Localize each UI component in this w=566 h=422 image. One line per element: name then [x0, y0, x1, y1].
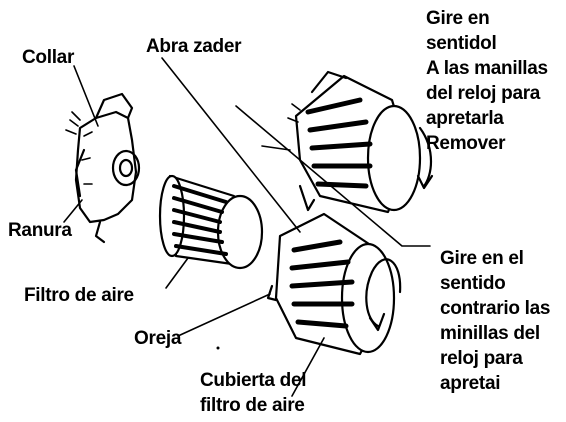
- label-gire-horario-line-6: Remover: [426, 133, 506, 154]
- label-gire-horario-line-4: del reloj para: [426, 83, 541, 104]
- label-collar: Collar: [22, 47, 75, 68]
- label-gire-antihorario-line-1: Gire en el: [440, 248, 524, 269]
- label-gire-antihorario-line-3: contrario las: [440, 298, 551, 319]
- label-oreja: Oreja: [134, 328, 182, 349]
- label-gire-horario: Gire en sentidol A las manillas del relo…: [426, 6, 548, 156]
- label-gire-antihorario: Gire en el sentido contrario las minilla…: [440, 246, 550, 396]
- leader-lines: [63, 57, 431, 397]
- label-cubierta: Cubierta del filtro de aire: [200, 368, 307, 418]
- label-gire-horario-line-5: apretarla: [426, 108, 504, 129]
- cover-top-drawing: [287, 70, 434, 214]
- label-gire-horario-line-1: Gire en: [426, 8, 490, 29]
- label-gire-antihorario-line-6: apretai: [440, 373, 501, 394]
- label-cubierta-line-2: filtro de aire: [200, 395, 305, 416]
- label-gire-antihorario-line-2: sentido: [440, 273, 506, 294]
- label-ranura: Ranura: [8, 220, 72, 241]
- label-gire-antihorario-line-5: reloj para: [440, 348, 523, 369]
- label-gire-horario-line-3: A las manillas: [426, 58, 548, 79]
- label-gire-antihorario-line-4: minillas del: [440, 323, 540, 344]
- air-filter-drawing: [158, 174, 264, 270]
- cover-bottom-drawing: [266, 212, 402, 356]
- label-filtro-de-aire: Filtro de aire: [24, 285, 134, 306]
- collar-base-drawing: [65, 92, 141, 244]
- label-abra-zader: Abra zader: [146, 36, 242, 57]
- speck-dot: [216, 346, 220, 350]
- label-gire-horario-line-2: sentidol: [426, 33, 497, 54]
- label-cubierta-line-1: Cubierta del: [200, 370, 307, 391]
